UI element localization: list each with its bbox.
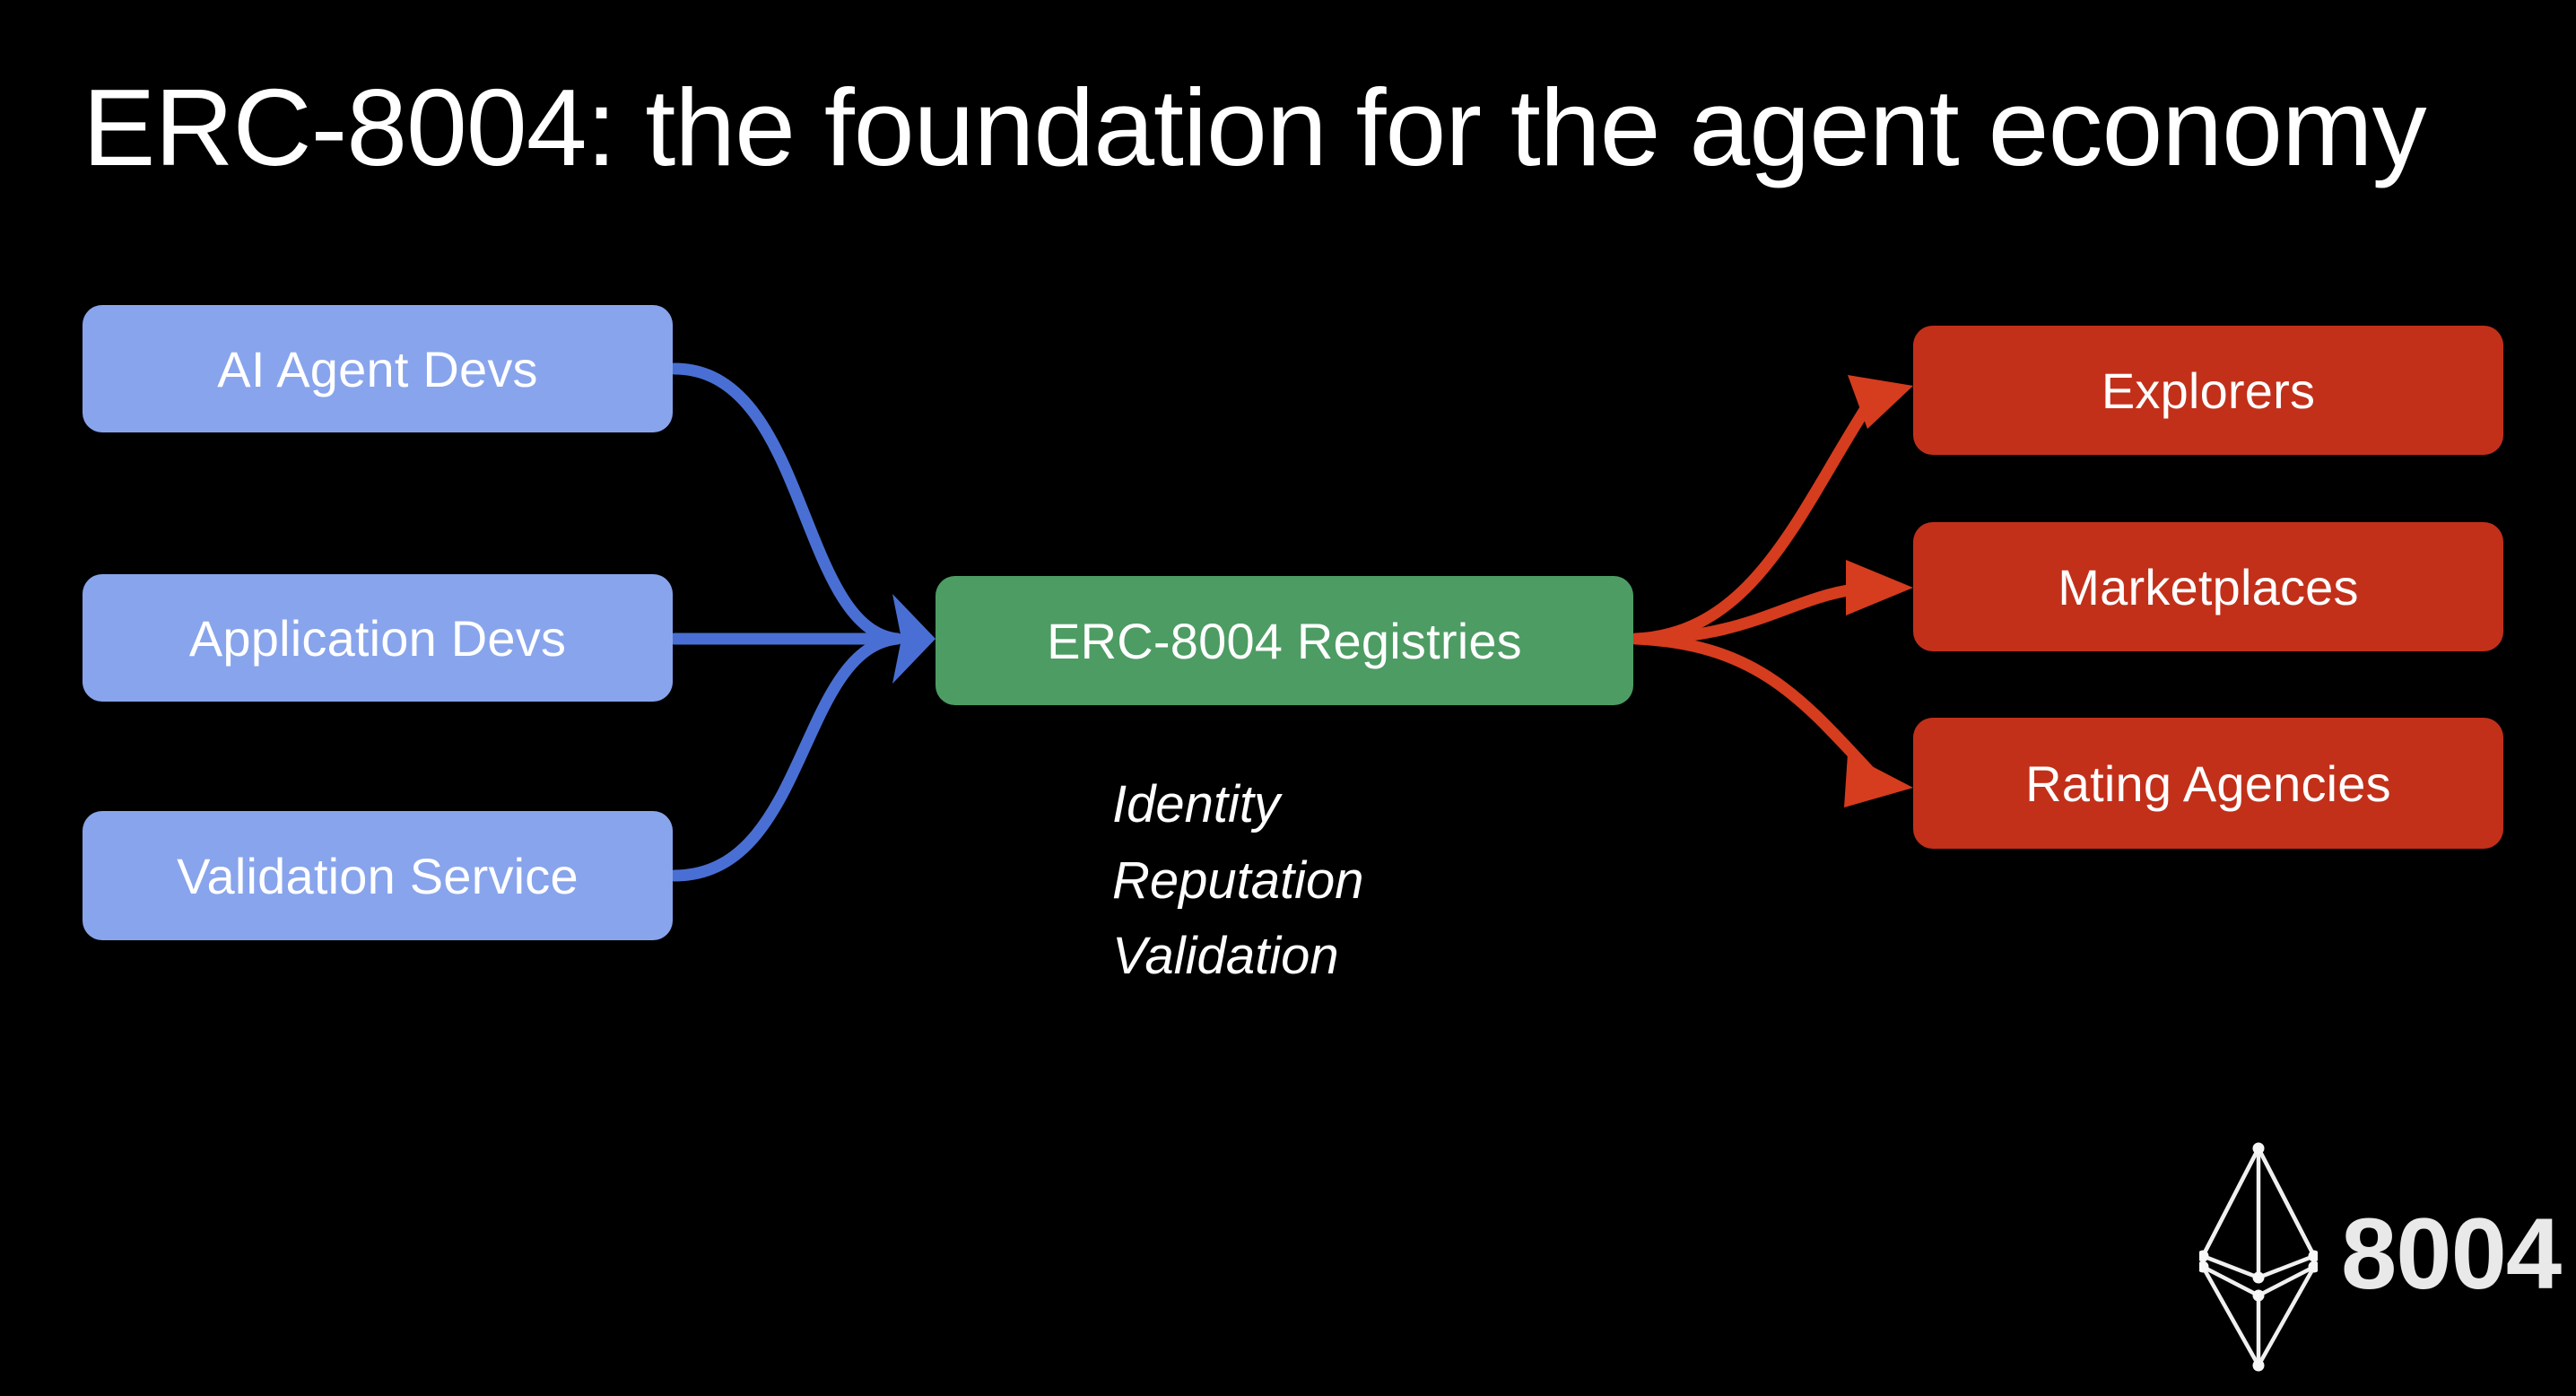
arrow-validation-service-to-registries xyxy=(668,633,903,882)
registry-attribute-validation: Validation xyxy=(1112,927,1339,986)
node-label: Validation Service xyxy=(177,847,579,904)
node-label: Application Devs xyxy=(188,609,567,667)
page-title: ERC-8004: the foundation for the agent e… xyxy=(83,66,2427,188)
registry-attribute-reputation: Reputation xyxy=(1112,851,1364,910)
ethereum-wireframe-icon xyxy=(2199,1142,2318,1372)
brand-mark: 8004 xyxy=(2199,1141,2562,1373)
arrow-registries-to-rating-agencies xyxy=(1630,633,1881,783)
blue-arrowhead xyxy=(892,594,936,684)
node-erc-8004-registries[interactable]: ERC-8004 Registries xyxy=(936,576,1633,705)
registry-attributes-list: Identity Reputation Validation xyxy=(1112,767,1364,995)
arrow-registries-to-marketplaces xyxy=(1630,581,1877,645)
blue-arrow-group xyxy=(668,362,903,882)
red-arrow-group xyxy=(1630,388,1881,783)
red-arrowhead-marketplaces xyxy=(1846,560,1913,615)
node-label: ERC-8004 Registries xyxy=(1047,612,1522,669)
node-explorers[interactable]: Explorers xyxy=(1913,326,2503,455)
brand-text: 8004 xyxy=(2341,1198,2562,1310)
node-label: Rating Agencies xyxy=(2025,755,2391,812)
arrow-ai-agent-devs-to-registries xyxy=(668,362,903,645)
registry-attribute-identity: Identity xyxy=(1112,775,1280,833)
node-rating-agencies[interactable]: Rating Agencies xyxy=(1913,718,2503,849)
node-label: AI Agent Devs xyxy=(217,340,538,397)
node-label: Explorers xyxy=(2101,362,2316,419)
red-arrowhead-rating-agencies xyxy=(1844,754,1913,807)
node-ai-agent-devs[interactable]: AI Agent Devs xyxy=(83,305,673,432)
node-application-devs[interactable]: Application Devs xyxy=(83,574,673,702)
arrow-registries-to-explorers xyxy=(1630,388,1881,645)
node-label: Marketplaces xyxy=(2058,558,2359,615)
node-validation-service[interactable]: Validation Service xyxy=(83,811,673,940)
node-marketplaces[interactable]: Marketplaces xyxy=(1913,522,2503,651)
red-arrowhead-explorers xyxy=(1848,375,1913,429)
